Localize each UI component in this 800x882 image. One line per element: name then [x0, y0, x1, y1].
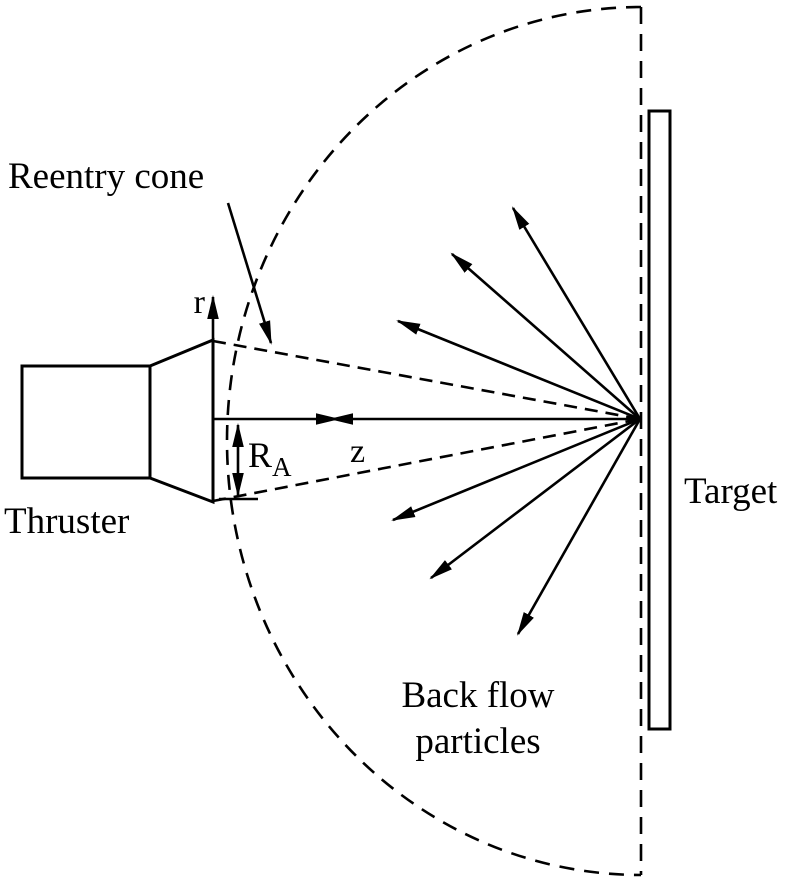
r-axis-label: r	[194, 284, 206, 321]
thruster-nozzle	[149, 337, 215, 505]
backflow-arrow	[511, 206, 642, 420]
plume-hemisphere-dashed-arc	[225, 5, 642, 877]
reentry-cone-label: Reentry cone	[8, 156, 204, 197]
backflow-arrow	[429, 417, 641, 580]
target-label: Target	[684, 471, 778, 512]
reentry-cone-upper-line	[212, 339, 641, 421]
ra-label-subscript: A	[272, 452, 292, 482]
target-bar	[647, 109, 672, 731]
thruster-body	[20, 364, 152, 480]
backflow-label-line1: Back flow	[401, 675, 554, 716]
backflow-arrow	[391, 417, 641, 522]
ra-label-symbol: R	[248, 435, 272, 475]
thruster-label: Thruster	[4, 501, 129, 542]
reentry-cone-pointer-arrow	[226, 202, 273, 345]
backflow-label-line2: particles	[415, 721, 540, 762]
ra-label: RA	[248, 435, 292, 482]
z-axis-label: z	[350, 433, 365, 470]
reentry-cone-lower-line	[212, 417, 641, 503]
backflow-arrows-group	[329, 206, 642, 636]
backflow-arrow	[516, 418, 642, 636]
backflow-arrow	[396, 319, 641, 421]
backflow-arrow	[450, 252, 641, 420]
